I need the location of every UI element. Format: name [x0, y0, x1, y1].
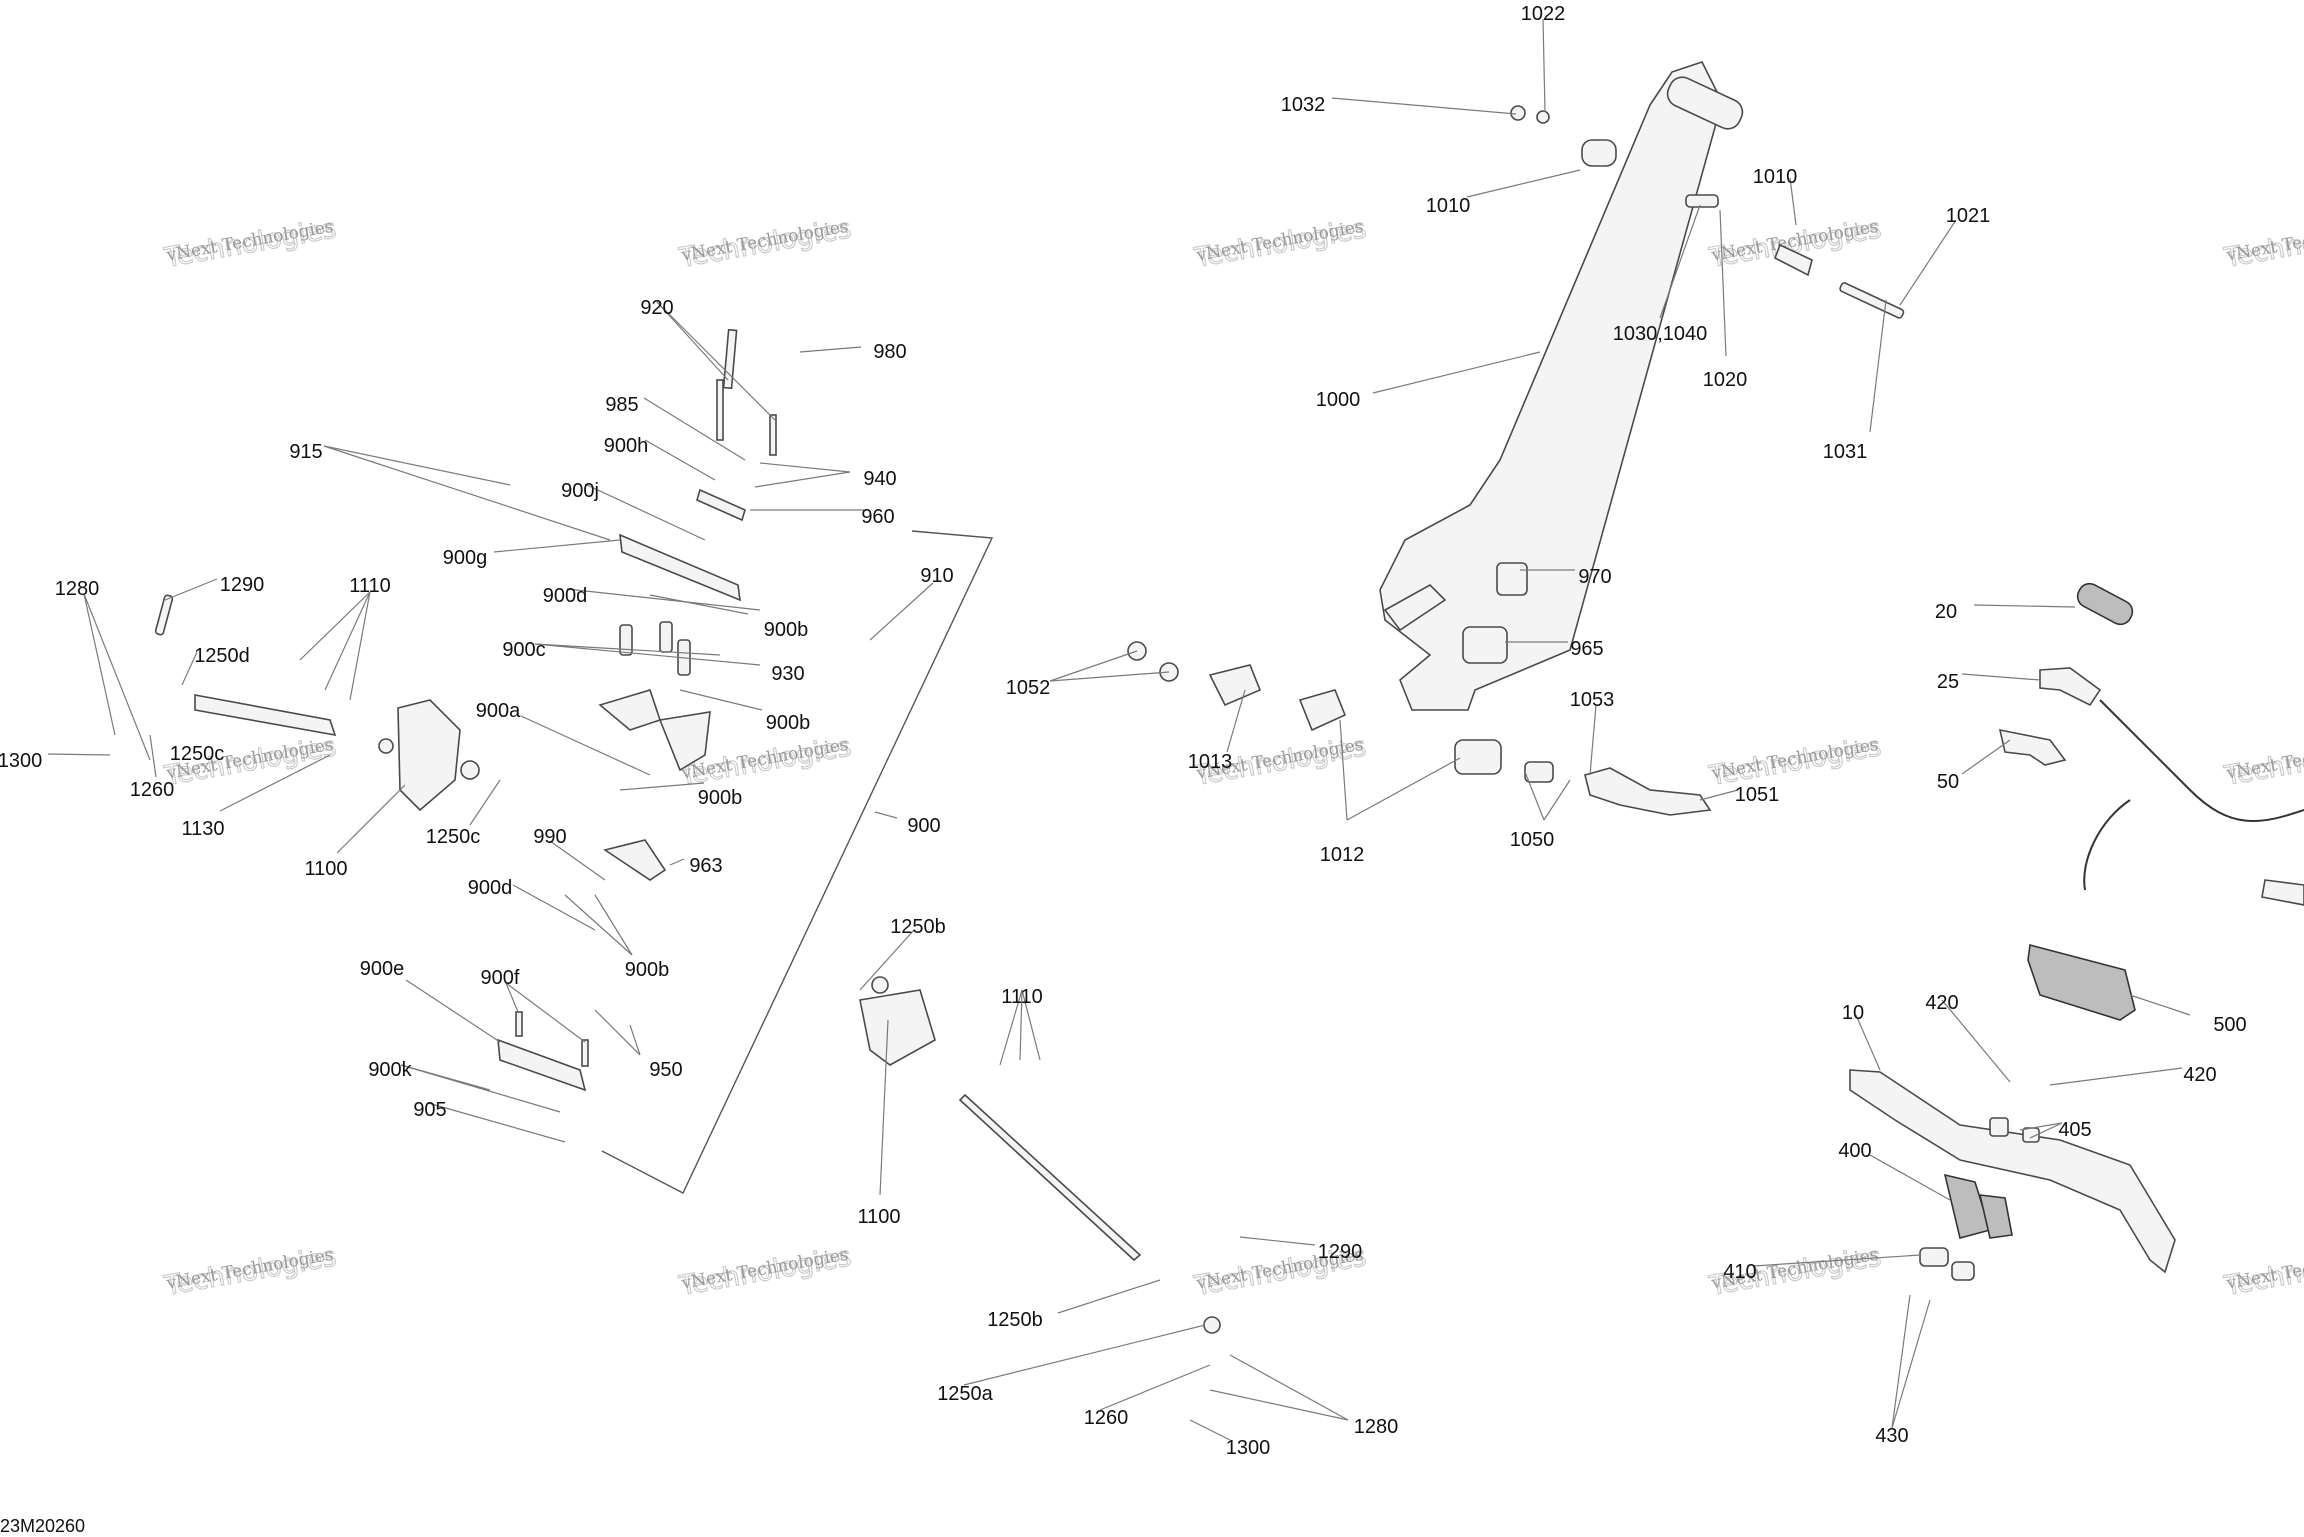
callout-label: 900b — [625, 959, 670, 981]
callout-label: 1052 — [1006, 677, 1051, 699]
callout-label: 920 — [640, 297, 673, 319]
callout-label: 1110 — [349, 575, 391, 597]
module-900-frame — [601, 530, 994, 1194]
callout-label: 930 — [771, 663, 804, 685]
callout-label: 900f — [481, 967, 520, 989]
diagram-code: 23M20260 — [0, 1516, 86, 1536]
callout-label: 1290 — [220, 574, 265, 596]
callout-label: 420 — [1925, 992, 1958, 1014]
callout-label: 900c — [502, 639, 545, 661]
callout-label: 900b — [698, 787, 743, 809]
callout-label: 420 — [2183, 1064, 2216, 1086]
leader-lines — [47, 18, 2191, 1441]
callout-label: 963 — [689, 855, 722, 877]
callout-label: 1300 — [0, 750, 42, 772]
callout-label: 905 — [413, 1099, 446, 1121]
callout-label: 1012 — [1320, 844, 1365, 866]
callout-label: 430 — [1875, 1425, 1908, 1447]
callout-label: 1130 — [181, 818, 224, 840]
callout-label: 1300 — [1226, 1437, 1271, 1459]
callout-label: 1010 — [1426, 195, 1471, 217]
callout-label: 1100 — [857, 1206, 900, 1228]
callout-label: 980 — [873, 341, 906, 363]
callout-label: 1250b — [987, 1309, 1043, 1331]
callout-label: 400 — [1838, 1140, 1871, 1162]
callout-label: 1250c — [170, 743, 225, 765]
callout-label: 1000 — [1316, 389, 1361, 411]
callout-label: 50 — [1937, 771, 1959, 793]
callout-label: 500 — [2213, 1014, 2246, 1036]
callout-label: 1280 — [55, 578, 100, 600]
callout-label: 915 — [289, 441, 322, 463]
callout-label: 900b — [766, 712, 811, 734]
callout-label: 1022 — [1521, 3, 1566, 25]
callout-label: 900g — [443, 547, 488, 569]
cover-and-shaft-assembly — [154, 594, 1221, 1334]
callout-label: 950 — [649, 1059, 682, 1081]
callout-label: 10 — [1842, 1002, 1864, 1024]
callout-label: 940 — [863, 468, 896, 490]
callout-label: 1010 — [1753, 166, 1798, 188]
grip-and-throttle-parts — [1849, 582, 2304, 1281]
callout-label: 405 — [2058, 1119, 2091, 1141]
callout-label: 1250d — [194, 645, 250, 667]
callout-label: 1260 — [1084, 1407, 1129, 1429]
callout-label: 900k — [368, 1059, 412, 1081]
bracket-assembly-900 — [497, 328, 777, 1092]
callout-label: 1020 — [1703, 369, 1748, 391]
callout-label: 1260 — [130, 779, 175, 801]
callout-label: 1021 — [1946, 205, 1991, 227]
callout-label: 1051 — [1735, 784, 1780, 806]
callout-label: 1053 — [1570, 689, 1615, 711]
callout-label: 1250a — [937, 1383, 993, 1405]
callout-labels: 102210321010101010211030,104010201000103… — [0, 3, 2247, 1459]
callout-label: 20 — [1935, 601, 1957, 623]
callout-label: 1290 — [1318, 1241, 1363, 1263]
callout-label: 1031 — [1823, 441, 1868, 463]
callout-label: 900a — [476, 700, 521, 722]
callout-label: 965 — [1570, 638, 1603, 660]
callout-label: 1013 — [1188, 751, 1233, 773]
callout-label: 1280 — [1354, 1416, 1399, 1438]
callout-label: 1250c — [426, 826, 481, 848]
callout-label: 900b — [764, 619, 809, 641]
callout-label: 900j — [561, 480, 599, 502]
callout-label: 410 — [1723, 1261, 1756, 1283]
callout-label: 1032 — [1281, 94, 1326, 116]
callout-label: 1110 — [1001, 986, 1043, 1008]
callout-label: 985 — [605, 394, 638, 416]
steering-column-parts — [1127, 61, 1905, 816]
callout-label: 900d — [468, 877, 513, 899]
callout-label: 1250b — [890, 916, 946, 938]
callout-label: 900 — [907, 815, 940, 837]
callout-label: 910 — [920, 565, 953, 587]
callout-label: 1050 — [1510, 829, 1555, 851]
callout-label: 970 — [1578, 566, 1611, 588]
callout-label: 1100 — [304, 858, 347, 880]
callout-label: 900d — [543, 585, 588, 607]
callout-label: 900h — [604, 435, 649, 457]
callout-label: 900e — [360, 958, 405, 980]
callout-label: 25 — [1937, 671, 1959, 693]
callout-label: 990 — [533, 826, 566, 848]
callout-label: 1030,1040 — [1613, 323, 1708, 345]
callout-label: 960 — [861, 506, 894, 528]
